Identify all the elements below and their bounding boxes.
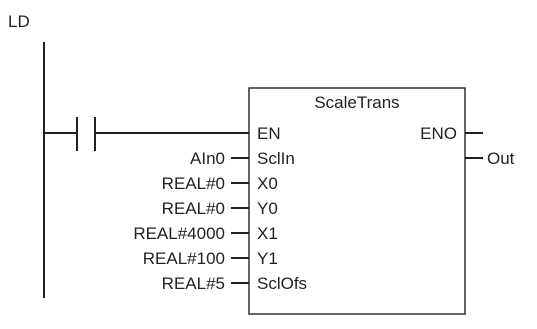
pin-y1: Y1 [257,249,278,268]
input-value-y1: REAL#100 [143,249,225,268]
pin-sclofs: SclOfs [257,274,307,293]
pin-y0: Y0 [257,199,278,218]
function-block-name: ScaleTrans [314,93,399,112]
pin-en: EN [257,124,281,143]
ld-language-label: LD [8,12,30,31]
pin-x1: X1 [257,224,278,243]
output-value-out: Out [487,149,515,168]
pin-eno: ENO [420,124,457,143]
pin-sclin: SclIn [257,149,295,168]
pin-x0: X0 [257,174,278,193]
input-value-y0: REAL#0 [162,199,225,218]
normally-open-contact[interactable] [76,117,96,151]
scaletrans-function-block[interactable] [248,87,466,315]
input-value-sclofs: REAL#5 [162,274,225,293]
input-value-x0: REAL#0 [162,174,225,193]
input-value-x1: REAL#4000 [133,224,225,243]
input-value-sclin: AIn0 [190,149,225,168]
